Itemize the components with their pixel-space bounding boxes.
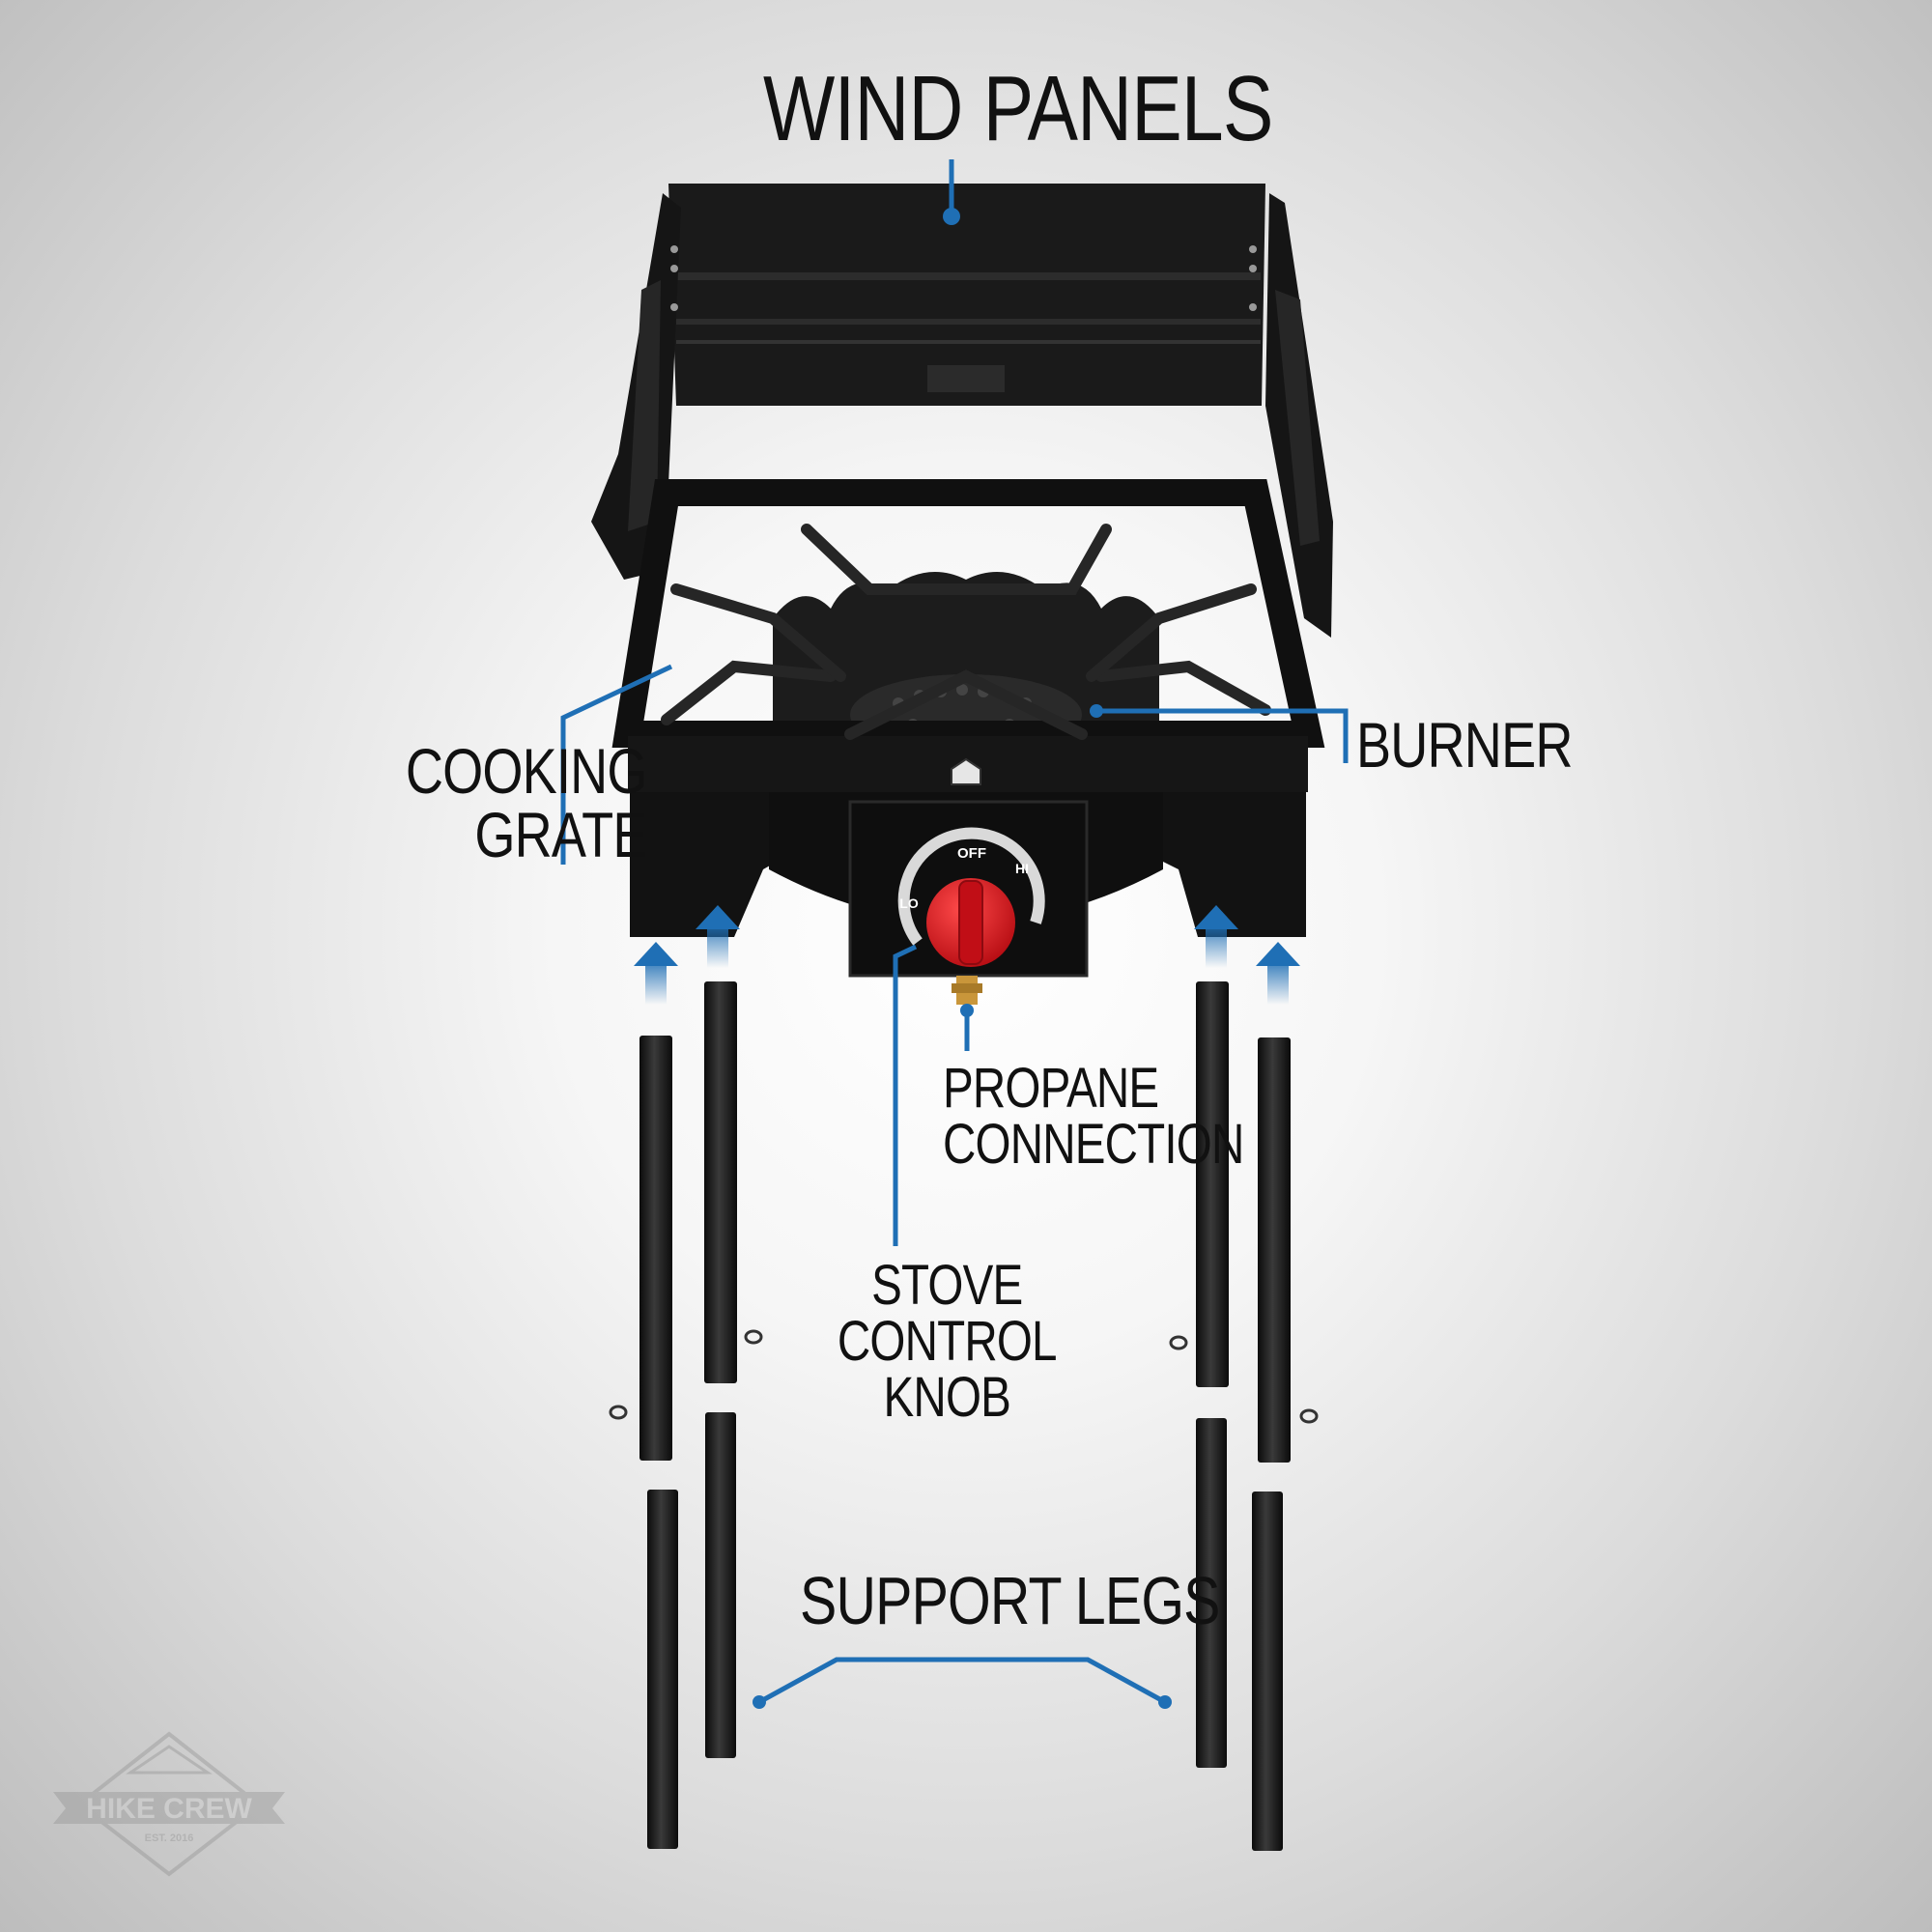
hike-crew-watermark: HIKE CREW EST. 2016: [53, 1731, 285, 1877]
support-legs-callout: [757, 1657, 1167, 1705]
cooking-grate-line-1: COOKING: [405, 735, 648, 807]
knob-lo-marking: LO: [899, 895, 919, 911]
stove-control-knob-label: STOVE CONTROL KNOB: [837, 1254, 1058, 1429]
wind-panels: [591, 184, 1333, 638]
stove-control-knob: OFF HI LO: [897, 827, 1045, 967]
propane-fitting: [952, 976, 982, 1005]
burner-text: BURNER: [1356, 709, 1573, 781]
watermark-brand: HIKE CREW: [86, 1793, 252, 1825]
wind-panels-label: WIND PANELS: [763, 63, 1273, 156]
assembly-arrows: [634, 905, 1300, 1005]
propane-line-1: PROPANE: [943, 1057, 1159, 1120]
support-legs-label: SUPPORT LEGS: [800, 1567, 1220, 1634]
propane-connection-label: PROPANE CONNECTION: [943, 1061, 1244, 1173]
burner-callout: [1098, 708, 1349, 763]
callout-lines: [560, 159, 1349, 1705]
knob-hi-marking: HI: [1015, 861, 1029, 876]
watermark-tagline: EST. 2016: [145, 1833, 194, 1844]
knob-off-marking: OFF: [957, 845, 986, 862]
cooking-grate-callout: [560, 664, 673, 865]
knob-line-1: STOVE: [871, 1254, 1023, 1317]
support-legs: [609, 981, 1319, 1851]
support-legs-text: SUPPORT LEGS: [800, 1563, 1220, 1638]
cooking-grate-line-2: GRATE: [474, 799, 647, 870]
wind-panels-text: WIND PANELS: [763, 57, 1273, 160]
knob-line-2: CONTROL: [837, 1310, 1058, 1373]
knob-callout: [893, 944, 918, 1246]
burner-label: BURNER: [1356, 713, 1573, 777]
knob-line-3: KNOB: [883, 1366, 1011, 1429]
cooking-grate-label: COOKING GRATE: [405, 735, 648, 870]
callout-dots: [753, 208, 1172, 1709]
propane-line-2: CONNECTION: [943, 1113, 1244, 1176]
